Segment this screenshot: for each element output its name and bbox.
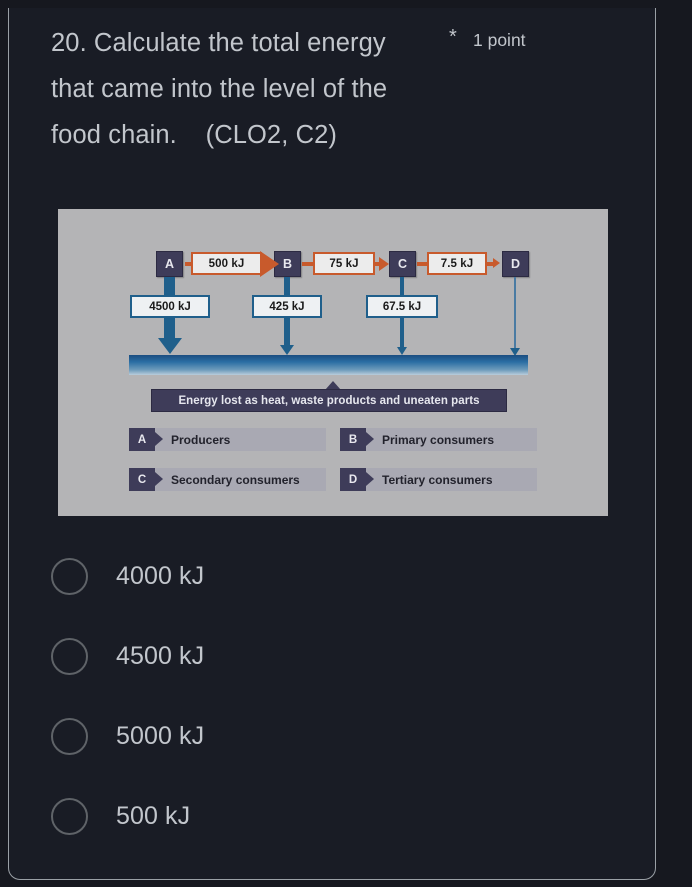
question-line-2: that came into the level of the bbox=[51, 75, 388, 103]
legend-label-d: Tertiary consumers bbox=[366, 468, 537, 491]
loss-arrowhead-b-icon bbox=[280, 345, 294, 355]
legend-item-b: B Primary consumers bbox=[340, 428, 537, 451]
radio-button-3[interactable] bbox=[51, 797, 88, 835]
legend-key-a: A bbox=[129, 428, 163, 451]
loss-stem-a-upper bbox=[164, 277, 175, 299]
loss-stem-a-lower bbox=[164, 317, 175, 339]
loss-box-c: 67.5 kJ bbox=[366, 295, 438, 318]
transfer-stub-bc-2 bbox=[374, 262, 380, 266]
loss-arrowhead-a-icon bbox=[158, 338, 182, 354]
option-label-1: 4500 kJ bbox=[116, 641, 205, 670]
transfer-arrowhead-ab-icon bbox=[260, 251, 279, 277]
loss-stem-c-upper bbox=[400, 277, 404, 299]
transfer-stub-cd bbox=[417, 262, 428, 266]
transfer-stub-ab bbox=[185, 262, 192, 266]
transfer-box-ab: 500 kJ bbox=[191, 252, 262, 275]
level-box-d: D bbox=[502, 251, 529, 277]
radio-button-1[interactable] bbox=[51, 637, 88, 675]
transfer-stub-cd-2 bbox=[486, 262, 494, 266]
energy-loss-callout: Energy lost as heat, waste products and … bbox=[151, 389, 507, 412]
level-box-a: A bbox=[156, 251, 183, 277]
transfer-stub-bc bbox=[302, 262, 314, 266]
legend-key-c: C bbox=[129, 468, 163, 491]
option-row-3[interactable]: 500 kJ bbox=[51, 776, 611, 856]
legend-item-a: A Producers bbox=[129, 428, 326, 451]
loss-arrowhead-c-icon bbox=[397, 347, 407, 355]
loss-arrowhead-d-icon bbox=[510, 348, 520, 356]
energy-sink-bar bbox=[129, 355, 528, 375]
loss-stem-d bbox=[514, 277, 516, 351]
required-asterisk: * bbox=[449, 26, 457, 48]
radio-button-0[interactable] bbox=[51, 557, 88, 595]
loss-box-a: 4500 kJ bbox=[130, 295, 210, 318]
legend-label-c: Secondary consumers bbox=[155, 468, 326, 491]
energy-flow-diagram-image: A B C D 500 kJ 75 kJ 7.5 kJ bbox=[58, 209, 608, 516]
level-box-c: C bbox=[389, 251, 416, 277]
question-line-3: food chain. (CLO2, C2) bbox=[51, 121, 337, 149]
option-label-3: 500 kJ bbox=[116, 801, 191, 830]
option-label-2: 5000 kJ bbox=[116, 721, 205, 750]
callout-notch-icon bbox=[325, 381, 341, 390]
legend-key-d: D bbox=[340, 468, 374, 491]
question-line-1: 20. Calculate the total energy bbox=[51, 29, 386, 57]
transfer-box-cd: 7.5 kJ bbox=[427, 252, 487, 275]
option-row-0[interactable]: 4000 kJ bbox=[51, 536, 611, 616]
transfer-arrowhead-bc-icon bbox=[379, 257, 389, 271]
question-card: 20. Calculate the total energy that came… bbox=[8, 8, 656, 880]
option-row-2[interactable]: 5000 kJ bbox=[51, 696, 611, 776]
question-header: 20. Calculate the total energy that came… bbox=[51, 20, 611, 158]
loss-stem-b-upper bbox=[284, 277, 290, 299]
transfer-arrowhead-cd-icon bbox=[493, 258, 500, 268]
radio-button-2[interactable] bbox=[51, 717, 88, 755]
transfer-box-bc: 75 kJ bbox=[313, 252, 375, 275]
loss-box-b: 425 kJ bbox=[252, 295, 322, 318]
loss-stem-c-lower bbox=[400, 317, 404, 349]
legend-item-c: C Secondary consumers bbox=[129, 468, 326, 491]
option-label-0: 4000 kJ bbox=[116, 561, 205, 590]
option-row-1[interactable]: 4500 kJ bbox=[51, 616, 611, 696]
legend-item-d: D Tertiary consumers bbox=[340, 468, 537, 491]
point-value-label: 1 point bbox=[473, 30, 526, 50]
legend-label-a: Producers bbox=[155, 428, 326, 451]
legend-label-b: Primary consumers bbox=[366, 428, 537, 451]
loss-stem-b-lower bbox=[284, 317, 290, 347]
legend-key-b: B bbox=[340, 428, 374, 451]
diagram-canvas: A B C D 500 kJ 75 kJ 7.5 kJ bbox=[58, 209, 608, 516]
answer-options-list: 4000 kJ 4500 kJ 5000 kJ 500 kJ bbox=[51, 536, 611, 856]
